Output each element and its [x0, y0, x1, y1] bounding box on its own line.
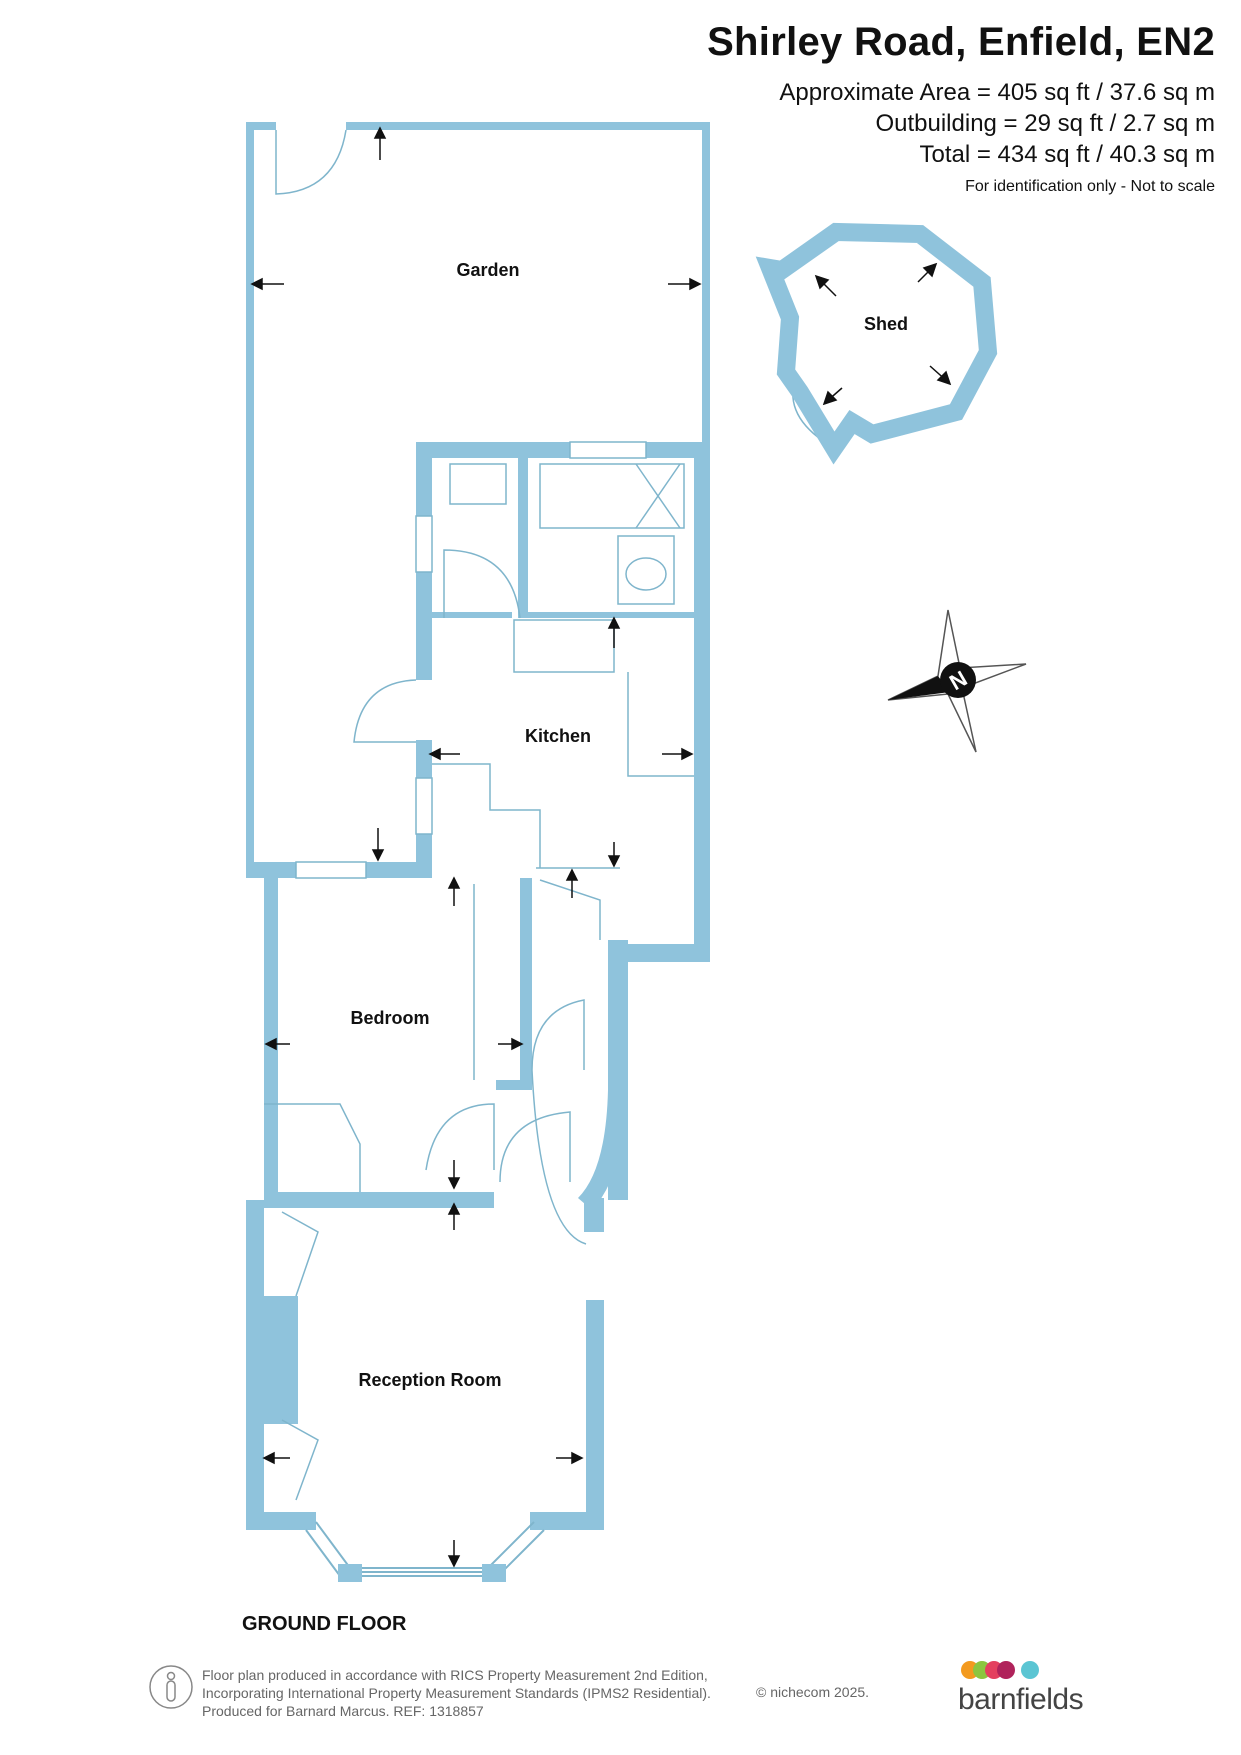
room-label-reception: Reception Room	[358, 1370, 501, 1390]
walls	[246, 122, 710, 1530]
curved-wall	[578, 1090, 628, 1210]
room-label-shed: Shed	[864, 314, 908, 334]
room-label-kitchen: Kitchen	[525, 726, 591, 746]
footer-line-2: Incorporating International Property Mea…	[202, 1685, 711, 1701]
fixtures	[264, 463, 694, 1501]
person-scale-icon	[149, 1665, 193, 1709]
bay-window	[305, 1521, 545, 1577]
room-label-bedroom: Bedroom	[350, 1008, 429, 1028]
footer-line-1: Floor plan produced in accordance with R…	[202, 1667, 708, 1683]
bay-posts	[338, 1564, 506, 1582]
compass-icon	[887, 609, 1027, 753]
measurement-arrows	[250, 126, 952, 1568]
floor-label: GROUND FLOOR	[242, 1613, 407, 1635]
room-label-garden: Garden	[456, 260, 519, 280]
approximate-area: Approximate Area = 405 sq ft / 37.6 sq m	[779, 79, 1215, 106]
brand-dots-icon	[961, 1661, 1039, 1679]
scale-note: For identification only - Not to scale	[965, 178, 1215, 195]
windows	[295, 441, 647, 879]
door-swings	[275, 129, 835, 1245]
brand-logo-text: barnfields	[958, 1683, 1084, 1716]
footer-line-3: Produced for Barnard Marcus. REF: 131885…	[202, 1703, 484, 1719]
shed-outline	[755, 222, 998, 465]
total-area: Total = 434 sq ft / 40.3 sq m	[919, 141, 1216, 168]
outbuilding-area: Outbuilding = 29 sq ft / 2.7 sq m	[875, 110, 1215, 137]
header: Shirley Road, Enfield, EN2 Approximate A…	[707, 20, 1215, 196]
property-title: Shirley Road, Enfield, EN2	[707, 20, 1215, 64]
footer-text: Floor plan produced in accordance with R…	[202, 1666, 711, 1720]
copyright: © nichecom 2025.	[756, 1684, 870, 1700]
